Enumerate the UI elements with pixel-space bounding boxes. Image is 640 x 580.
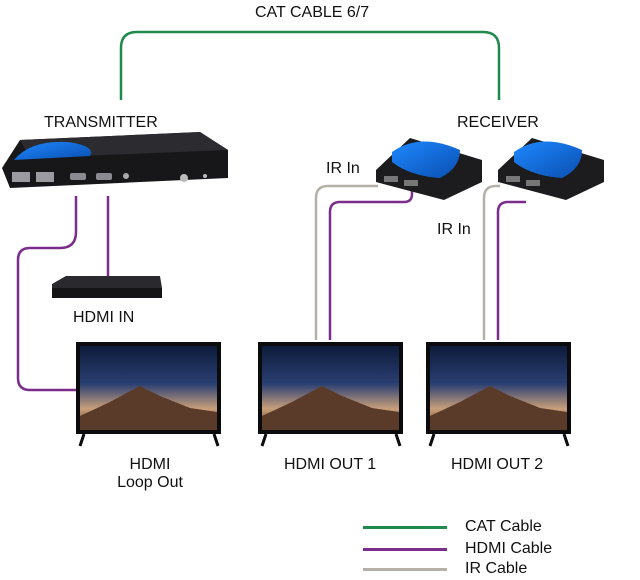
ir-in-label-1: IR In (326, 160, 360, 177)
cat-cable-line (119, 30, 501, 100)
cat-cable-title: CAT CABLE 6/7 (255, 4, 370, 21)
ir-cable-2 (482, 184, 500, 340)
hdmi-out-1-label: HDMI OUT 1 (284, 456, 377, 473)
tv-hdmi-out-1 (258, 342, 403, 447)
transmitter-device (2, 132, 228, 188)
legend-label-hdmi: HDMI Cable (465, 540, 553, 557)
legend-item-cat: CAT Cable (363, 516, 542, 538)
legend-swatch-ir (363, 567, 447, 571)
hdmi-source-player (52, 276, 162, 298)
hdmi-loop-label-line2: Loop Out (117, 474, 183, 491)
receiver-device-1 (376, 138, 482, 200)
legend-label-cat: CAT Cable (465, 518, 542, 535)
legend-swatch-cat (363, 525, 447, 529)
tv-hdmi-loop (76, 342, 221, 447)
ir-cable-1 (314, 184, 378, 340)
hdmi-loop-label: HDMI Loop Out (100, 456, 200, 492)
legend-swatch-hdmi (363, 547, 447, 551)
hdmi-in-label: HDMI IN (73, 309, 135, 326)
hdmi-out-2-label: HDMI OUT 2 (451, 456, 544, 473)
ir-in-label-2: IR In (437, 221, 471, 238)
legend-item-hdmi: HDMI Cable (363, 538, 552, 560)
receiver-label: RECEIVER (457, 114, 539, 131)
tv-hdmi-out-2 (426, 342, 571, 447)
receiver-device-2 (498, 138, 604, 200)
hdmi-loop-cable (16, 196, 78, 392)
transmitter-label: TRANSMITTER (44, 114, 158, 131)
legend-label-ir: IR Cable (465, 560, 528, 577)
hdmi-out-1-cable (328, 186, 414, 340)
hdmi-loop-label-line1: HDMI (129, 456, 171, 473)
legend-item-ir: IR Cable (363, 558, 527, 580)
hdmi-out-2-cable (496, 200, 526, 340)
